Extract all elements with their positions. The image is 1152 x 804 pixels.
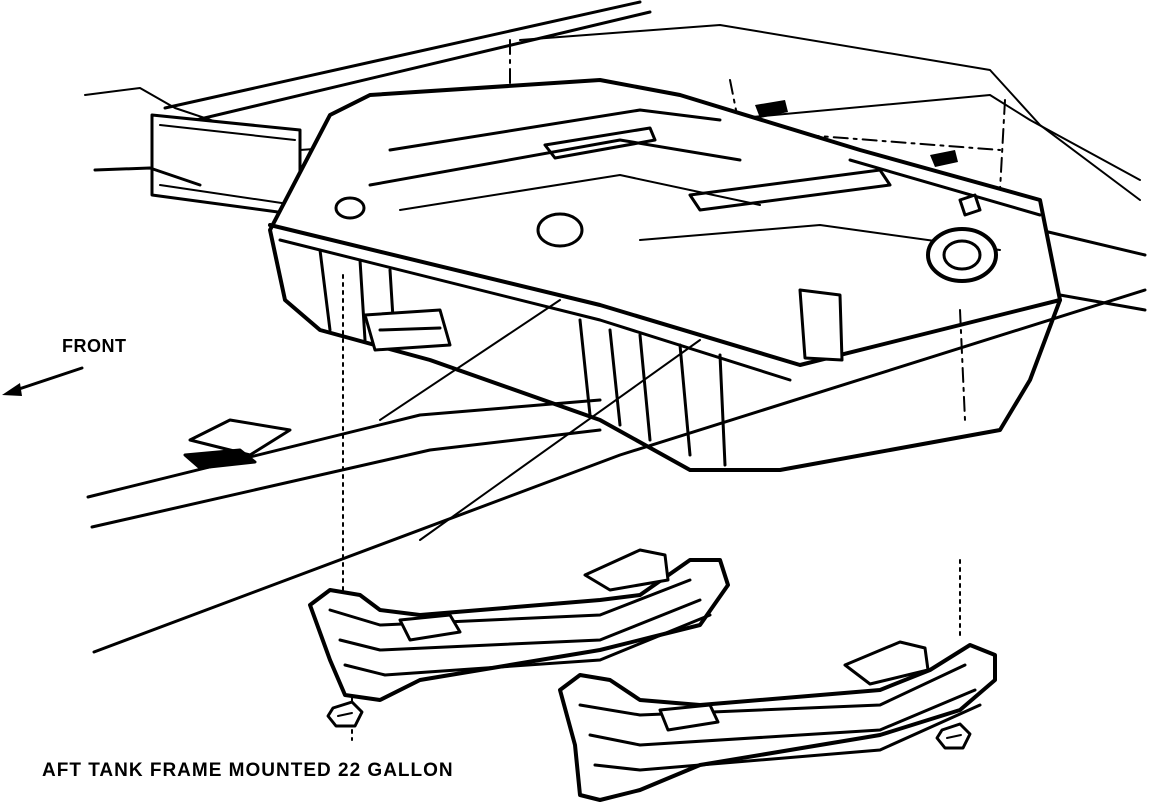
mounting-nut-left (326, 700, 364, 728)
diagram-caption: AFT TANK FRAME MOUNTED 22 GALLON (42, 760, 454, 781)
tank-strap-bracket-right (558, 640, 997, 802)
crossmember-left (93, 113, 302, 217)
fuel-tank (268, 78, 1062, 472)
front-label: FRONT (62, 336, 127, 356)
frame-rail-lower (86, 288, 1147, 654)
tank-support-crossmember (183, 308, 452, 470)
tank-strap-bracket-left (308, 548, 730, 702)
mounting-nut-right (935, 722, 972, 750)
front-arrow-icon (2, 366, 84, 396)
